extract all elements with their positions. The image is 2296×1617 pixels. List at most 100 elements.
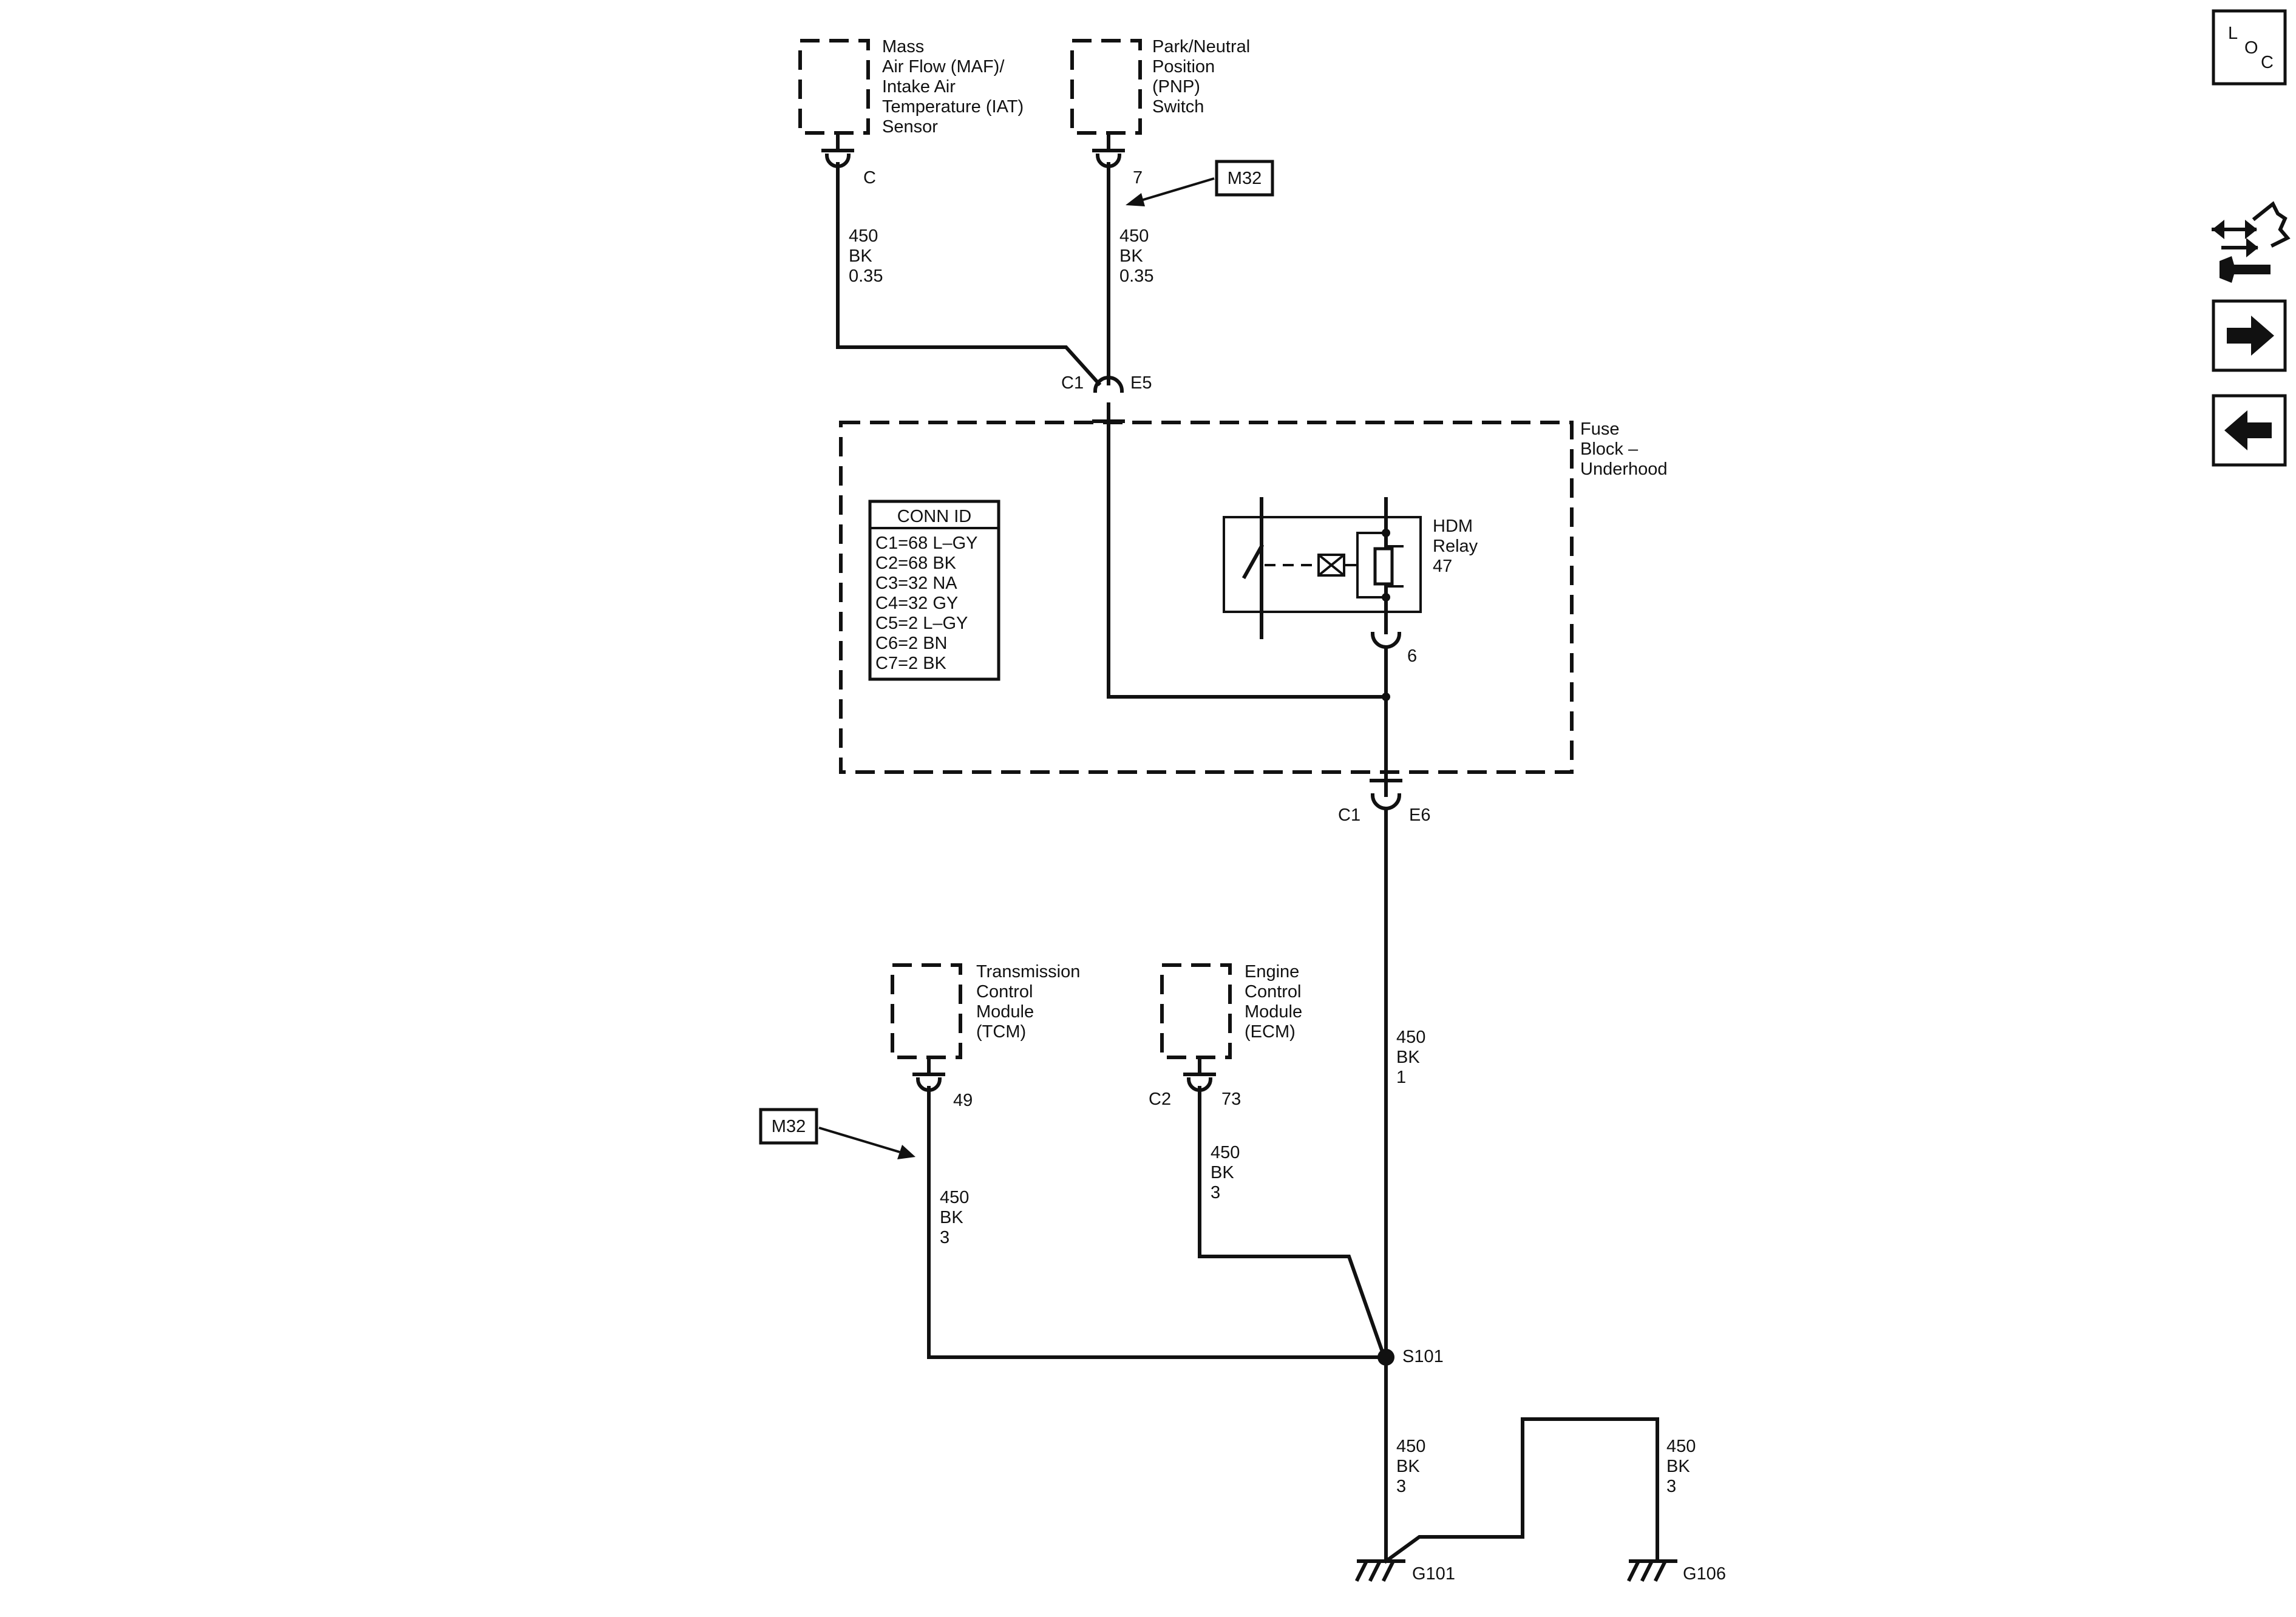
reference-m32-upper[interactable]: M32 bbox=[1215, 160, 1274, 197]
tcm-label-line: Transmission bbox=[976, 962, 1080, 981]
wire-e5-to-relay[interactable] bbox=[1107, 419, 1388, 699]
maf-label-line: Sensor bbox=[882, 117, 938, 137]
tcm-pin-label: 49 bbox=[953, 1091, 973, 1110]
svg-text:BK: BK bbox=[1396, 1457, 1420, 1476]
reference-m32-upper-label: M32 bbox=[1228, 169, 1262, 188]
svg-text:3: 3 bbox=[940, 1228, 949, 1247]
svg-text:450: 450 bbox=[1119, 226, 1149, 246]
svg-text:BK: BK bbox=[1119, 246, 1143, 266]
wire-tcm-to-s101[interactable] bbox=[927, 1086, 1388, 1359]
svg-text:1: 1 bbox=[1396, 1068, 1406, 1087]
svg-text:3: 3 bbox=[1666, 1477, 1676, 1496]
wire-maf-to-e5[interactable] bbox=[836, 162, 1102, 387]
svg-text:(ECM): (ECM) bbox=[1245, 1022, 1296, 1042]
svg-text:Switch: Switch bbox=[1152, 97, 1204, 117]
relay-pin-label: 6 bbox=[1407, 646, 1417, 666]
wire-relay-to-e6[interactable] bbox=[1382, 645, 1390, 797]
ground-g106-label: G106 bbox=[1683, 1564, 1726, 1584]
conn-id-row: C7=2 BK bbox=[875, 654, 947, 673]
wire-label-pnp: 450 BK 0.35 bbox=[1119, 226, 1153, 286]
svg-text:450: 450 bbox=[1396, 1437, 1425, 1456]
maf-label-line: Mass bbox=[882, 37, 924, 56]
svg-text:Park/Neutral: Park/Neutral bbox=[1152, 37, 1250, 56]
maf-label-line: Air Flow (MAF)/ bbox=[882, 57, 1005, 76]
svg-text:450: 450 bbox=[940, 1188, 969, 1207]
svg-text:450: 450 bbox=[849, 226, 878, 246]
svg-text:Mass: Mass bbox=[882, 37, 924, 56]
pnp-switch[interactable]: Park/Neutral Position (PNP) Switch bbox=[1070, 37, 1250, 135]
conn-id-table: CONN ID C1=68 L–GY C2=68 BK C3=32 NA C4=… bbox=[868, 500, 1000, 681]
maf-label-line: Temperature (IAT) bbox=[882, 97, 1024, 117]
pnp-label-line: Park/Neutral bbox=[1152, 37, 1250, 56]
pnp-pin-label: 7 bbox=[1133, 168, 1143, 188]
hdm-relay-label: HDM Relay 47 bbox=[1433, 517, 1478, 576]
conn-id-row: C5=2 L–GY bbox=[875, 614, 968, 633]
previous-page-button[interactable] bbox=[2212, 394, 2287, 467]
svg-text:BK: BK bbox=[849, 246, 872, 266]
reference-m32-lower[interactable]: M32 bbox=[759, 1108, 818, 1145]
svg-text:Control: Control bbox=[976, 982, 1033, 1002]
maf-connector-pin: C bbox=[821, 133, 876, 188]
svg-text:Fuse: Fuse bbox=[1580, 419, 1619, 439]
conn-id-row: C3=32 NA bbox=[875, 574, 957, 593]
pnp-connector-pin: 7 bbox=[1092, 133, 1143, 188]
maf-pin-label: C bbox=[863, 168, 876, 188]
svg-text:Module: Module bbox=[1245, 1002, 1302, 1022]
tcm-label-line: (TCM) bbox=[976, 1022, 1026, 1042]
svg-text:(PNP): (PNP) bbox=[1152, 77, 1200, 97]
svg-text:Control: Control bbox=[1245, 982, 1302, 1002]
wire-label-main: 450 BK 1 bbox=[1396, 1028, 1425, 1087]
loc-button[interactable]: L O C bbox=[2212, 9, 2287, 86]
ground-g101[interactable]: G101 bbox=[1354, 1559, 1455, 1584]
reference-arrow-upper bbox=[1126, 177, 1215, 206]
maf-label-line: Intake Air bbox=[882, 77, 956, 97]
wire-label-g101: 450 BK 3 bbox=[1396, 1437, 1425, 1496]
fuse-block-label: Fuse Block – Underhood bbox=[1580, 419, 1668, 479]
svg-text:Position: Position bbox=[1152, 57, 1215, 76]
pnp-label-line: (PNP) bbox=[1152, 77, 1200, 97]
connector-e6-label: E6 bbox=[1409, 805, 1430, 825]
svg-text:HDM: HDM bbox=[1433, 517, 1473, 536]
svg-text:450: 450 bbox=[1211, 1143, 1240, 1162]
svg-text:Sensor: Sensor bbox=[882, 117, 938, 137]
relay-pin-6: 6 bbox=[1370, 631, 1417, 666]
conn-id-title: CONN ID bbox=[897, 507, 971, 526]
ecm-pin-label: 73 bbox=[1221, 1090, 1241, 1109]
svg-text:Intake Air: Intake Air bbox=[882, 77, 956, 97]
wire-g101-to-g106[interactable] bbox=[1383, 1417, 1659, 1564]
svg-text:Relay: Relay bbox=[1433, 537, 1478, 556]
loc-letter-l: L bbox=[2228, 24, 2238, 43]
wire-label-g106: 450 BK 3 bbox=[1666, 1437, 1696, 1496]
splice-label: S101 bbox=[1402, 1347, 1444, 1366]
tcm-label-line: Control bbox=[976, 982, 1033, 1002]
connector-c1-e5[interactable]: C1 E5 bbox=[1061, 373, 1152, 423]
wire-label-tcm: 450 BK 3 bbox=[940, 1188, 969, 1247]
connector-repair-icon[interactable] bbox=[2210, 197, 2291, 283]
tcm-connector-pin: 49 bbox=[912, 1057, 973, 1110]
svg-text:BK: BK bbox=[1211, 1163, 1234, 1182]
loc-letter-c: C bbox=[2261, 53, 2274, 72]
ecm-label-line: Module bbox=[1245, 1002, 1302, 1022]
svg-text:Engine: Engine bbox=[1245, 962, 1299, 981]
svg-text:Temperature (IAT): Temperature (IAT) bbox=[882, 97, 1024, 117]
connector-c1-label: C1 bbox=[1061, 373, 1084, 393]
engine-control-module[interactable]: Engine Control Module (ECM) bbox=[1160, 962, 1302, 1059]
wire-ecm-to-s101[interactable] bbox=[1198, 1086, 1384, 1352]
tcm-label-line: Module bbox=[976, 1002, 1034, 1022]
ground-g106[interactable]: G106 bbox=[1626, 1559, 1726, 1584]
pnp-label-line: Position bbox=[1152, 57, 1215, 76]
hdm-relay[interactable] bbox=[1223, 497, 1422, 639]
next-page-button[interactable] bbox=[2212, 299, 2287, 372]
svg-text:BK: BK bbox=[940, 1208, 963, 1227]
fuse-block-underhood[interactable] bbox=[839, 421, 1574, 774]
maf-iat-sensor[interactable]: Mass Air Flow (MAF)/ Intake Air Temperat… bbox=[798, 37, 1024, 137]
ecm-connector-pin: C2 73 bbox=[1149, 1057, 1241, 1109]
conn-id-row: C4=32 GY bbox=[875, 594, 958, 613]
transmission-control-module[interactable]: Transmission Control Module (TCM) bbox=[891, 962, 1080, 1059]
connector-c1-e6[interactable]: C1 E6 bbox=[1338, 779, 1430, 825]
wire-label-maf: 450 BK 0.35 bbox=[849, 226, 883, 286]
connector-e5-label: E5 bbox=[1130, 373, 1152, 393]
svg-text:BK: BK bbox=[1396, 1048, 1420, 1067]
conn-id-row: C2=68 BK bbox=[875, 554, 957, 573]
